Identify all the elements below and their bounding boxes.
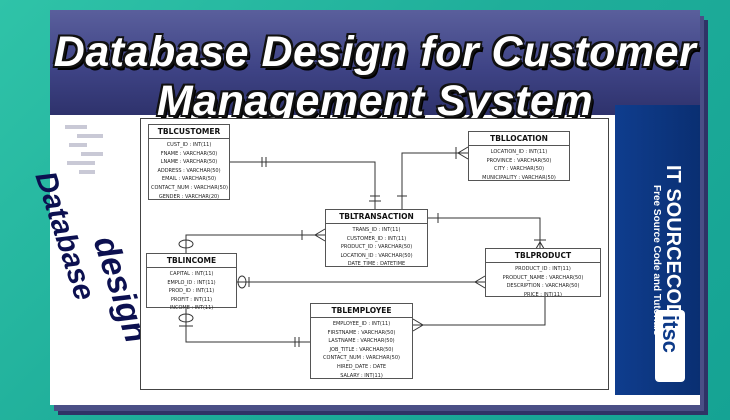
entity-tbltransaction[interactable]: TBLTRANSACTION TRANS_ID : INT(11) CUSTOME… xyxy=(325,209,428,267)
entity-field: FNAME : VARCHAR(50) xyxy=(160,150,218,157)
entity-field: PRODUCT_ID : INT(11) xyxy=(515,266,571,272)
entity-field: TRANS_ID : INT(11) xyxy=(352,227,401,233)
entity-field: CUSTOMER_ID : INT(11) xyxy=(346,235,407,242)
entity-field: GENDER : VARCHAR(20) xyxy=(158,193,220,200)
entity-field: CITY : VARCHAR(50) xyxy=(493,166,545,173)
entity-field: INCOME : INT(11) xyxy=(169,305,214,312)
rel-product-employee xyxy=(413,297,546,326)
entity-field: DESCRIPTION : VARCHAR(50) xyxy=(506,283,580,290)
entity-tbllocation[interactable]: TBLLOCATION LOCATION_ID : INT(11) PROVINC… xyxy=(468,131,570,181)
brand-logo xyxy=(655,310,685,382)
entity-field: DATE_TIME : DATETIME xyxy=(347,261,406,268)
entity-tblemployee[interactable]: TBLEMPLOYEE EMPLOYEE_ID : INT(11) FIRSTNA… xyxy=(310,303,413,379)
rel-income-circle xyxy=(178,239,194,249)
entity-fields: PRODUCT_ID : INT(11) PRODUCT_NAME : VARCH… xyxy=(486,263,600,299)
rel-income-circle2 xyxy=(237,275,247,289)
entity-field: MUNICIPALITY : VARCHAR(50) xyxy=(482,174,556,181)
entity-field: PROVINCE : VARCHAR(50) xyxy=(486,157,552,164)
entity-field: ADDRESS : VARCHAR(50) xyxy=(157,167,221,174)
entity-title: TBLTRANSACTION xyxy=(326,210,427,224)
entity-field: PRODUCT_NAME : VARCHAR(50) xyxy=(502,274,584,281)
entity-field: CAPITAL : INT(11) xyxy=(169,271,214,277)
entity-fields: TRANS_ID : INT(11) CUSTOMER_ID : INT(11) P… xyxy=(326,224,427,269)
title-banner: Database Design for Customer Management … xyxy=(50,10,700,125)
thumbnail-content: Database Design for Customer Management … xyxy=(50,10,700,405)
rel-income-employee xyxy=(185,308,310,343)
rel-location-transaction xyxy=(401,152,468,210)
entity-fields: EMPLOYEE_ID : INT(11) FIRSTNAME : VARCHAR… xyxy=(311,318,412,380)
entity-field: SALARY : INT(11) xyxy=(340,372,383,379)
entity-title: TBLINCOME xyxy=(147,254,236,268)
entity-field: CONTACT_NUM : VARCHAR(50) xyxy=(151,184,228,191)
entity-fields: CUST_ID : INT(11) FNAME : VARCHAR(50) LNAM… xyxy=(149,139,229,201)
entity-field: EMPLOYEE_ID : INT(11) xyxy=(332,321,391,327)
entity-field: CONTACT_NUM : VARCHAR(50) xyxy=(323,355,400,362)
rel-emp-crowfoot-right xyxy=(412,318,424,332)
entity-field: PROFIT : INT(11) xyxy=(170,296,213,303)
entity-fields: LOCATION_ID : INT(11) PROVINCE : VARCHAR(… xyxy=(469,146,569,182)
rel-income-circle3 xyxy=(178,313,194,323)
entity-field: LOCATION_ID : VARCHAR(50) xyxy=(340,252,413,259)
rel-prod-crowfoot-left xyxy=(474,275,486,289)
entity-tblincome[interactable]: TBLINCOME CAPITAL : INT(11) EMPLO_ID : IN… xyxy=(146,253,237,311)
entity-field: CUST_ID : INT(11) xyxy=(166,142,212,148)
entity-field: PROD_ID : INT(11) xyxy=(168,288,215,295)
rel-location-crowfoot xyxy=(457,146,469,160)
entity-field: LOCATION_ID : INT(11) xyxy=(490,149,548,155)
entity-field: LASTNAME : VARCHAR(50) xyxy=(328,338,395,345)
entity-field: EMPLO_ID : INT(11) xyxy=(167,279,216,286)
entity-tblcustomer[interactable]: TBLCUSTOMER CUST_ID : INT(11) FNAME : VAR… xyxy=(148,124,230,200)
left-decoration-area xyxy=(50,115,142,405)
decorative-bars xyxy=(65,125,105,205)
rel-transaction-income xyxy=(185,234,325,253)
entity-title: TBLLOCATION xyxy=(469,132,569,146)
rel-trans-crowfoot-left xyxy=(314,228,326,242)
entity-field: EMAIL : VARCHAR(50) xyxy=(161,176,217,183)
entity-title: TBLEMPLOYEE xyxy=(311,304,412,318)
rel-customer-transaction xyxy=(230,161,376,210)
entity-field: HIRED_DATE : DATE xyxy=(336,363,387,370)
entity-title: TBLPRODUCT xyxy=(486,249,600,263)
entity-field: PRICE : INT(11) xyxy=(523,291,562,298)
entity-field: FIRSTNAME : VARCHAR(50) xyxy=(327,329,396,336)
entity-field: LNAME : VARCHAR(50) xyxy=(160,159,218,166)
entity-field: JOB_TITLE : VARCHAR(50) xyxy=(329,346,394,353)
entity-fields: CAPITAL : INT(11) EMPLO_ID : INT(11) PROD_… xyxy=(147,268,236,313)
entity-title: TBLCUSTOMER xyxy=(149,125,229,139)
entity-field: PRODUCT_ID : VARCHAR(50) xyxy=(340,244,413,251)
rel-transaction-product xyxy=(428,217,541,252)
banner-title: Database Design for Customer Management … xyxy=(53,28,697,125)
entity-tblproduct[interactable]: TBLPRODUCT PRODUCT_ID : INT(11) PRODUCT_N… xyxy=(485,248,601,299)
